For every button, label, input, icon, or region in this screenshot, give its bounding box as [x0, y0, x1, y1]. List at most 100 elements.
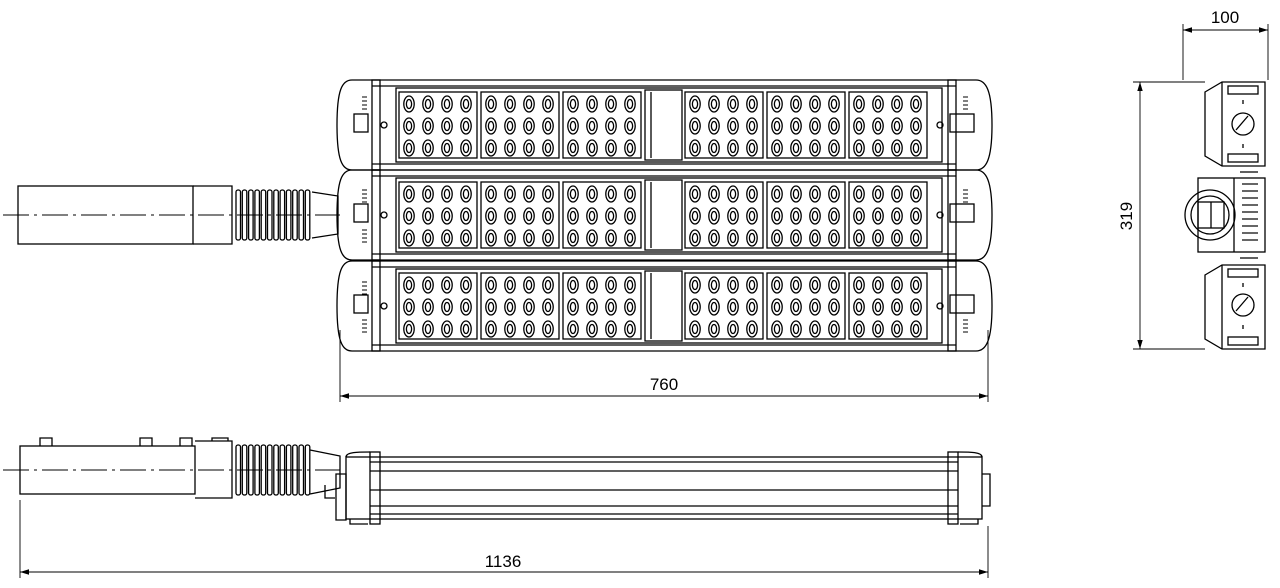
side-clip — [949, 294, 975, 314]
led-lens — [891, 229, 903, 247]
led-module — [766, 91, 846, 159]
side-clip — [353, 203, 369, 223]
led-lens-inner — [912, 98, 920, 110]
led-lens-inner — [893, 120, 901, 132]
led-lens — [689, 229, 701, 247]
led-module-frame — [562, 272, 642, 340]
led-lens-inner — [525, 210, 533, 222]
led-lens-inner — [506, 98, 514, 110]
led-lens — [485, 117, 497, 135]
led-lens-inner — [588, 210, 596, 222]
led-lens-inner — [855, 120, 863, 132]
led-lens-inner — [626, 142, 634, 154]
led-module-frame — [684, 272, 764, 340]
led-lens — [441, 276, 453, 294]
led-lens-inner — [405, 232, 413, 244]
led-lens-inner — [462, 188, 470, 200]
led-lens — [771, 139, 783, 157]
led-lens-inner — [748, 279, 756, 291]
led-board — [395, 177, 943, 253]
led-lens — [523, 276, 535, 294]
led-lens-inner — [588, 120, 596, 132]
led-lens — [504, 185, 516, 203]
led-lens — [460, 95, 472, 113]
led-lens — [460, 276, 472, 294]
led-lens — [441, 95, 453, 113]
led-lens-inner — [544, 142, 552, 154]
led-lens — [853, 139, 865, 157]
led-lens — [441, 207, 453, 225]
led-lens-inner — [893, 210, 901, 222]
dimension-label-1136: 1136 — [485, 552, 522, 571]
led-lens-inner — [607, 279, 615, 291]
screw — [936, 302, 944, 310]
led-lens — [460, 298, 472, 316]
led-lens-inner — [811, 188, 819, 200]
led-lens — [504, 95, 516, 113]
led-module-frame — [766, 272, 846, 340]
led-lens — [523, 139, 535, 157]
led-lens-inner — [811, 98, 819, 110]
led-lens — [586, 207, 598, 225]
led-lens — [523, 185, 535, 203]
led-lens-inner — [811, 142, 819, 154]
pole-fin — [285, 189, 292, 241]
led-lens — [746, 229, 758, 247]
led-lens — [809, 298, 821, 316]
panel-end-bar — [947, 79, 957, 171]
led-lens — [872, 185, 884, 203]
led-lens — [523, 207, 535, 225]
led-module-frame — [848, 181, 928, 249]
led-lens-inner — [893, 279, 901, 291]
led-lens-inner — [405, 301, 413, 313]
led-lens — [746, 95, 758, 113]
led-lens — [504, 207, 516, 225]
led-lens-inner — [773, 301, 781, 313]
led-lens — [727, 320, 739, 338]
led-lens-inner — [912, 142, 920, 154]
led-lens — [689, 298, 701, 316]
led-lens — [504, 229, 516, 247]
led-lens-inner — [691, 323, 699, 335]
led-lens-inner — [569, 98, 577, 110]
led-lens-inner — [405, 279, 413, 291]
led-lens — [605, 298, 617, 316]
led-module-frame — [684, 91, 764, 159]
top-view — [3, 79, 993, 352]
led-lens-inner — [443, 142, 451, 154]
led-lens — [727, 276, 739, 294]
led-lens — [771, 185, 783, 203]
led-lens — [746, 298, 758, 316]
led-lens-inner — [893, 232, 901, 244]
side-clip — [353, 294, 369, 314]
led-lens — [746, 139, 758, 157]
led-lens-inner — [626, 98, 634, 110]
led-lens-inner — [424, 188, 432, 200]
led-lens — [586, 276, 598, 294]
led-lens-inner — [855, 301, 863, 313]
led-lens-inner — [874, 188, 882, 200]
pole-fin — [273, 189, 279, 241]
led-lens — [853, 298, 865, 316]
led-lens-inner — [855, 98, 863, 110]
led-lens-inner — [626, 232, 634, 244]
led-lens — [605, 320, 617, 338]
led-lens-inner — [912, 188, 920, 200]
led-lens-inner — [405, 142, 413, 154]
led-lens-inner — [773, 120, 781, 132]
led-lens — [485, 95, 497, 113]
led-module — [398, 272, 478, 340]
led-module — [684, 181, 764, 249]
led-lens-inner — [487, 98, 495, 110]
led-module — [562, 91, 642, 159]
led-lens-inner — [710, 142, 718, 154]
led-lens-inner — [569, 279, 577, 291]
led-lens — [828, 276, 840, 294]
led-lens-inner — [811, 120, 819, 132]
led-lens — [910, 185, 922, 203]
led-lens — [441, 139, 453, 157]
led-lens — [809, 276, 821, 294]
led-lens-inner — [710, 188, 718, 200]
led-lens-inner — [855, 188, 863, 200]
led-lens-inner — [487, 120, 495, 132]
